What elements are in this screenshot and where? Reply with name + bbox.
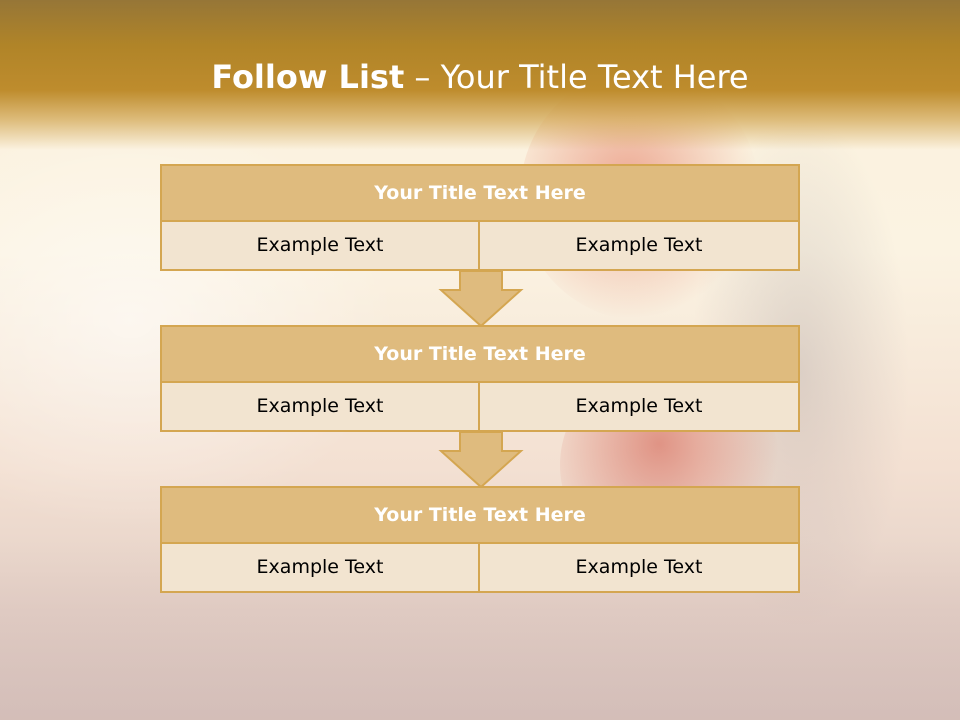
header-band (0, 0, 960, 150)
flow-block-row: Example Text Example Text (160, 381, 800, 432)
down-arrow-icon (438, 270, 524, 328)
flow-block-cell-right: Example Text (478, 381, 800, 432)
down-arrow-icon (438, 431, 524, 489)
flow-block-title: Your Title Text Here (160, 486, 800, 544)
slide-title-bold: Follow List (211, 58, 405, 96)
flow-block-1: Your Title Text Here Example Text Exampl… (160, 164, 800, 271)
flow-block-cell-left: Example Text (160, 381, 480, 432)
flow-block-row: Example Text Example Text (160, 542, 800, 593)
flow-block-cell-right: Example Text (478, 542, 800, 593)
flow-block-title: Your Title Text Here (160, 325, 800, 383)
slide-title: Follow List – Your Title Text Here (0, 54, 960, 100)
flow-block-cell-right: Example Text (478, 220, 800, 271)
flow-block-cell-left: Example Text (160, 542, 480, 593)
flow-block-row: Example Text Example Text (160, 220, 800, 271)
flow-block-title: Your Title Text Here (160, 164, 800, 222)
slide-title-rest: – Your Title Text Here (404, 58, 749, 96)
flow-block-cell-left: Example Text (160, 220, 480, 271)
flow-block-2: Your Title Text Here Example Text Exampl… (160, 325, 800, 432)
flow-block-3: Your Title Text Here Example Text Exampl… (160, 486, 800, 593)
